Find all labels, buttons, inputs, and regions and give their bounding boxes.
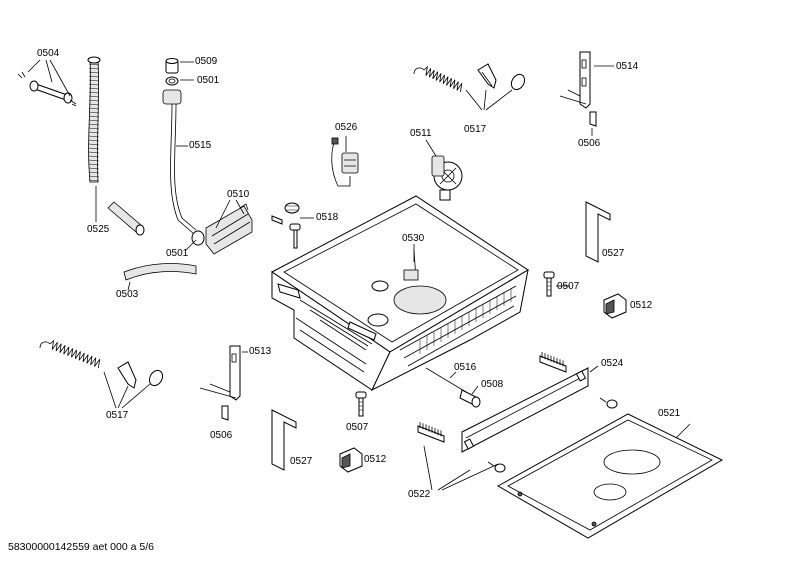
- label-0527-right: 0527: [602, 248, 625, 259]
- leader-0521: [675, 423, 691, 439]
- label-0521: 0521: [658, 408, 681, 419]
- part-0526-sensor: [331, 137, 359, 187]
- part-0513-bracket: [199, 345, 241, 401]
- label-0524: 0524: [601, 358, 624, 369]
- part-0518-spring: [271, 202, 301, 249]
- label-0503: 0503: [116, 289, 139, 300]
- label-0506-left: 0506: [210, 430, 233, 441]
- part-0506a-clip: [589, 111, 597, 127]
- leader-0522: [423, 445, 499, 491]
- part-0501-nut: [165, 76, 179, 86]
- part-0509-cap: [165, 58, 179, 74]
- part-0517-hinge-left: [39, 339, 164, 389]
- leader-0503: [127, 281, 131, 291]
- leader-0524: [589, 365, 599, 373]
- part-0503-hose: [123, 263, 197, 281]
- drawing-number-footer: 58300000142559 aet 000 a 5/6: [8, 541, 154, 553]
- label-0510: 0510: [227, 189, 250, 200]
- leader-0510: [215, 199, 245, 229]
- part-0512a-clip: [603, 293, 627, 319]
- leader-0511: [425, 139, 437, 157]
- label-0509: 0509: [195, 56, 218, 67]
- part-0506b-clip: [221, 405, 229, 421]
- label-0518: 0518: [316, 212, 339, 223]
- label-0526: 0526: [335, 122, 358, 133]
- label-0527-left: 0527: [290, 456, 313, 467]
- leader-0517b: [103, 371, 151, 409]
- label-0508: 0508: [481, 379, 504, 390]
- label-0511: 0511: [410, 128, 432, 139]
- leader-0504: [27, 59, 71, 97]
- part-0521-bottom-plate: [496, 413, 724, 539]
- label-0514: 0514: [616, 61, 639, 72]
- part-0524-kick-plate: [461, 367, 589, 453]
- label-0517-left: 0517: [106, 410, 129, 421]
- label-0525: 0525: [87, 224, 110, 235]
- label-0530: 0530: [402, 233, 425, 244]
- part-0507b-screw: [355, 391, 367, 417]
- leader-0509-0501: [180, 61, 194, 81]
- part-0527b-bracket: [271, 409, 297, 471]
- leader-0501b: [185, 239, 197, 251]
- part-0517-hinge-top: [413, 63, 526, 93]
- label-0513: 0513: [249, 346, 272, 357]
- part-0511-pump: [431, 155, 463, 201]
- part-0510-inlet-valve: [191, 203, 253, 255]
- part-0515-inlet-hose: [162, 89, 197, 235]
- leader-0517a: [465, 89, 513, 111]
- part-0522a-strip: [539, 352, 567, 373]
- part-0508-float: [459, 389, 481, 408]
- part-0516-rod: [425, 367, 467, 393]
- part-0527a-bracket: [585, 201, 611, 263]
- part-0514-bracket: [559, 51, 591, 109]
- label-0515: 0515: [189, 140, 212, 151]
- label-0501: 0501: [197, 75, 220, 86]
- part-0522b-strip: [417, 422, 445, 443]
- label-0517-top: 0517: [464, 124, 487, 135]
- part-0530-base-frame: [271, 195, 529, 392]
- label-0516: 0516: [454, 362, 477, 373]
- leader-0516-0508: [449, 371, 479, 395]
- label-0522: 0522: [408, 489, 431, 500]
- part-0525-corrugated-hose: [87, 56, 145, 236]
- label-0501-lower: 0501: [166, 248, 189, 259]
- label-0507-right: 0507: [557, 281, 580, 292]
- part-0507a-screw: [543, 271, 555, 297]
- label-0506-top: 0506: [578, 138, 601, 149]
- part-screw-washers: [487, 397, 618, 473]
- part-0504-tube: [17, 71, 77, 107]
- label-0512-left: 0512: [364, 454, 387, 465]
- label-0504: 0504: [37, 48, 60, 59]
- label-0507-left: 0507: [346, 422, 369, 433]
- part-0512b-clip: [339, 447, 363, 473]
- label-0512-right: 0512: [630, 300, 653, 311]
